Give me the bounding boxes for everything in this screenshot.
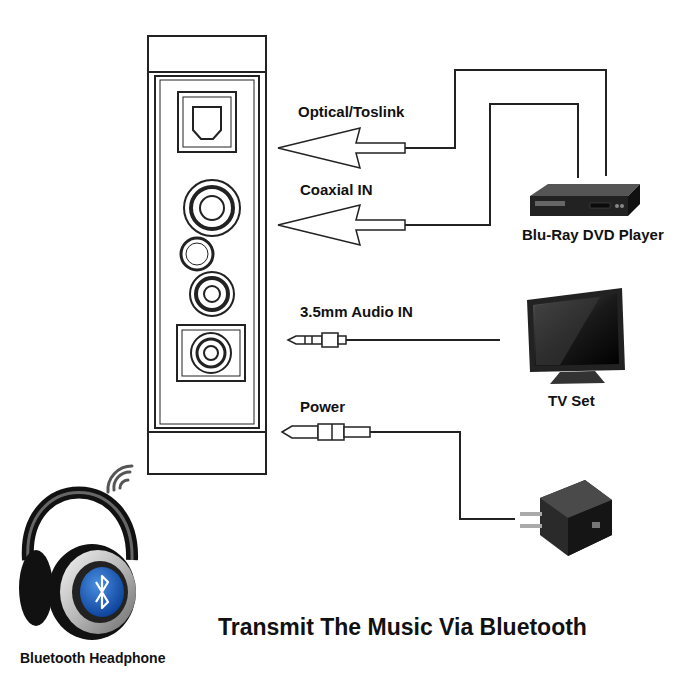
audio-jack xyxy=(177,325,245,381)
cable-label: Power xyxy=(298,398,347,415)
device-label: TV Set xyxy=(546,392,597,409)
caption: Transmit The Music Via Bluetooth xyxy=(216,614,589,640)
device-label: Bluetooth Headphone xyxy=(18,650,167,666)
optical-port xyxy=(178,92,236,152)
device-node: Blu-Ray DVD Player xyxy=(520,226,666,243)
device-node: TV Set xyxy=(546,392,597,409)
cable-label: Optical/Toslink xyxy=(296,103,406,120)
transmitter-housing xyxy=(148,36,266,474)
wires xyxy=(345,70,606,519)
cable-label: Coaxial IN xyxy=(298,181,375,198)
tv-set xyxy=(527,288,625,384)
power-plug xyxy=(282,424,370,440)
audio-plug xyxy=(288,333,346,347)
device-label: Blu-Ray DVD Player xyxy=(520,226,666,243)
rca-ports xyxy=(181,180,240,316)
power-adapter xyxy=(520,480,612,556)
device-node: Bluetooth Headphone xyxy=(18,650,167,666)
bluetooth-headphone xyxy=(19,493,136,641)
cable-label: 3.5mm Audio IN xyxy=(298,303,415,320)
cable-arrows xyxy=(278,128,405,245)
dvd-player xyxy=(530,184,640,216)
wireless-signal xyxy=(108,466,132,492)
